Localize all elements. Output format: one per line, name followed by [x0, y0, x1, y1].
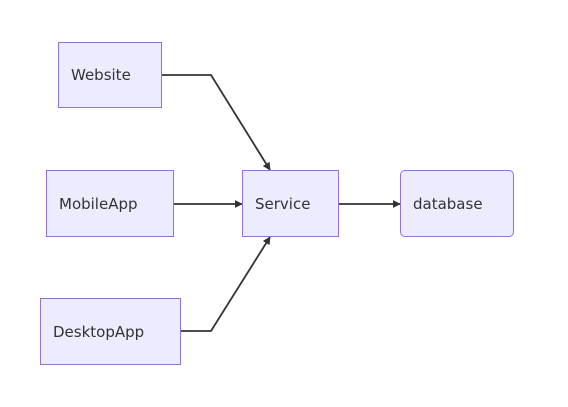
- node-service[interactable]: Service: [242, 170, 339, 237]
- node-database[interactable]: database: [400, 170, 514, 237]
- node-website-label: Website: [71, 66, 131, 84]
- node-database-label: database: [413, 194, 483, 213]
- node-service-label: Service: [255, 194, 311, 213]
- node-mobileapp-label: MobileApp: [59, 194, 138, 213]
- edge-desktopapp-service: [181, 236, 271, 332]
- edge-website-service: [162, 74, 271, 171]
- node-mobileapp[interactable]: MobileApp: [46, 170, 174, 237]
- node-desktopapp[interactable]: DesktopApp: [40, 298, 181, 365]
- node-desktopapp-label: DesktopApp: [53, 322, 145, 341]
- node-website[interactable]: Website: [58, 42, 162, 108]
